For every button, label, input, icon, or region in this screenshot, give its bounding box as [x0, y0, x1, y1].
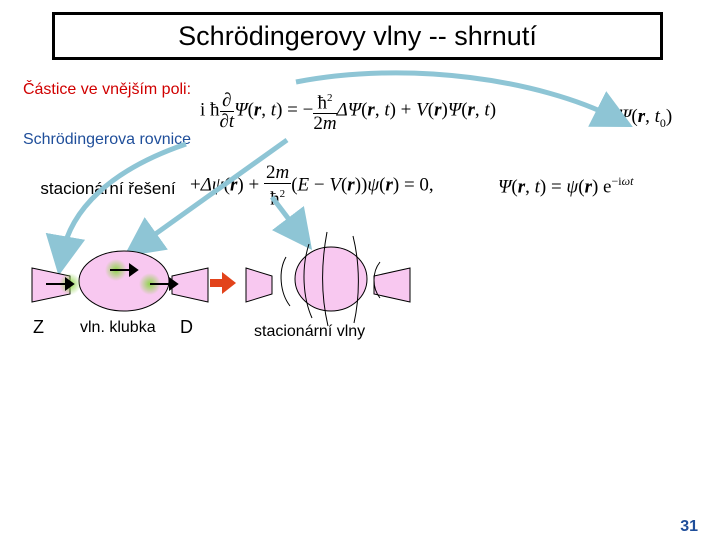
- source-stationary: [245, 267, 273, 303]
- detector-d: [171, 267, 209, 303]
- arrow-to-stationary-waves: [270, 195, 313, 250]
- label-stationary-solution: stacionární řešení: [40, 179, 176, 198]
- wave-fronts: [280, 231, 381, 327]
- stationary-solution-form: Ψ(r, t) = ψ(r) e−iωt: [498, 174, 634, 198]
- packet-arrows: [46, 263, 179, 291]
- transition-arrow: [210, 272, 236, 294]
- label-wave-packet: vln. klubka: [80, 319, 156, 336]
- slide-title: Schrödingerovy vlny -- shrnutí: [52, 12, 663, 60]
- arrow-to-initial-condition: [295, 70, 633, 128]
- label-schrodinger-equation: Schrödingerova rovnice: [22, 131, 192, 148]
- arrow-to-middle-packet: [123, 137, 289, 257]
- page-number: 31: [680, 518, 698, 535]
- detector-stationary: [373, 267, 411, 303]
- label-d: D: [180, 317, 193, 337]
- arrow-to-left-packet: [45, 141, 187, 276]
- label-z: Z: [33, 317, 44, 337]
- scatterer-stationary: [294, 246, 368, 312]
- label-stationary-waves: stacionární vlny: [254, 323, 366, 340]
- label-outer-particle: Částice ve vnějším poli:: [22, 81, 192, 98]
